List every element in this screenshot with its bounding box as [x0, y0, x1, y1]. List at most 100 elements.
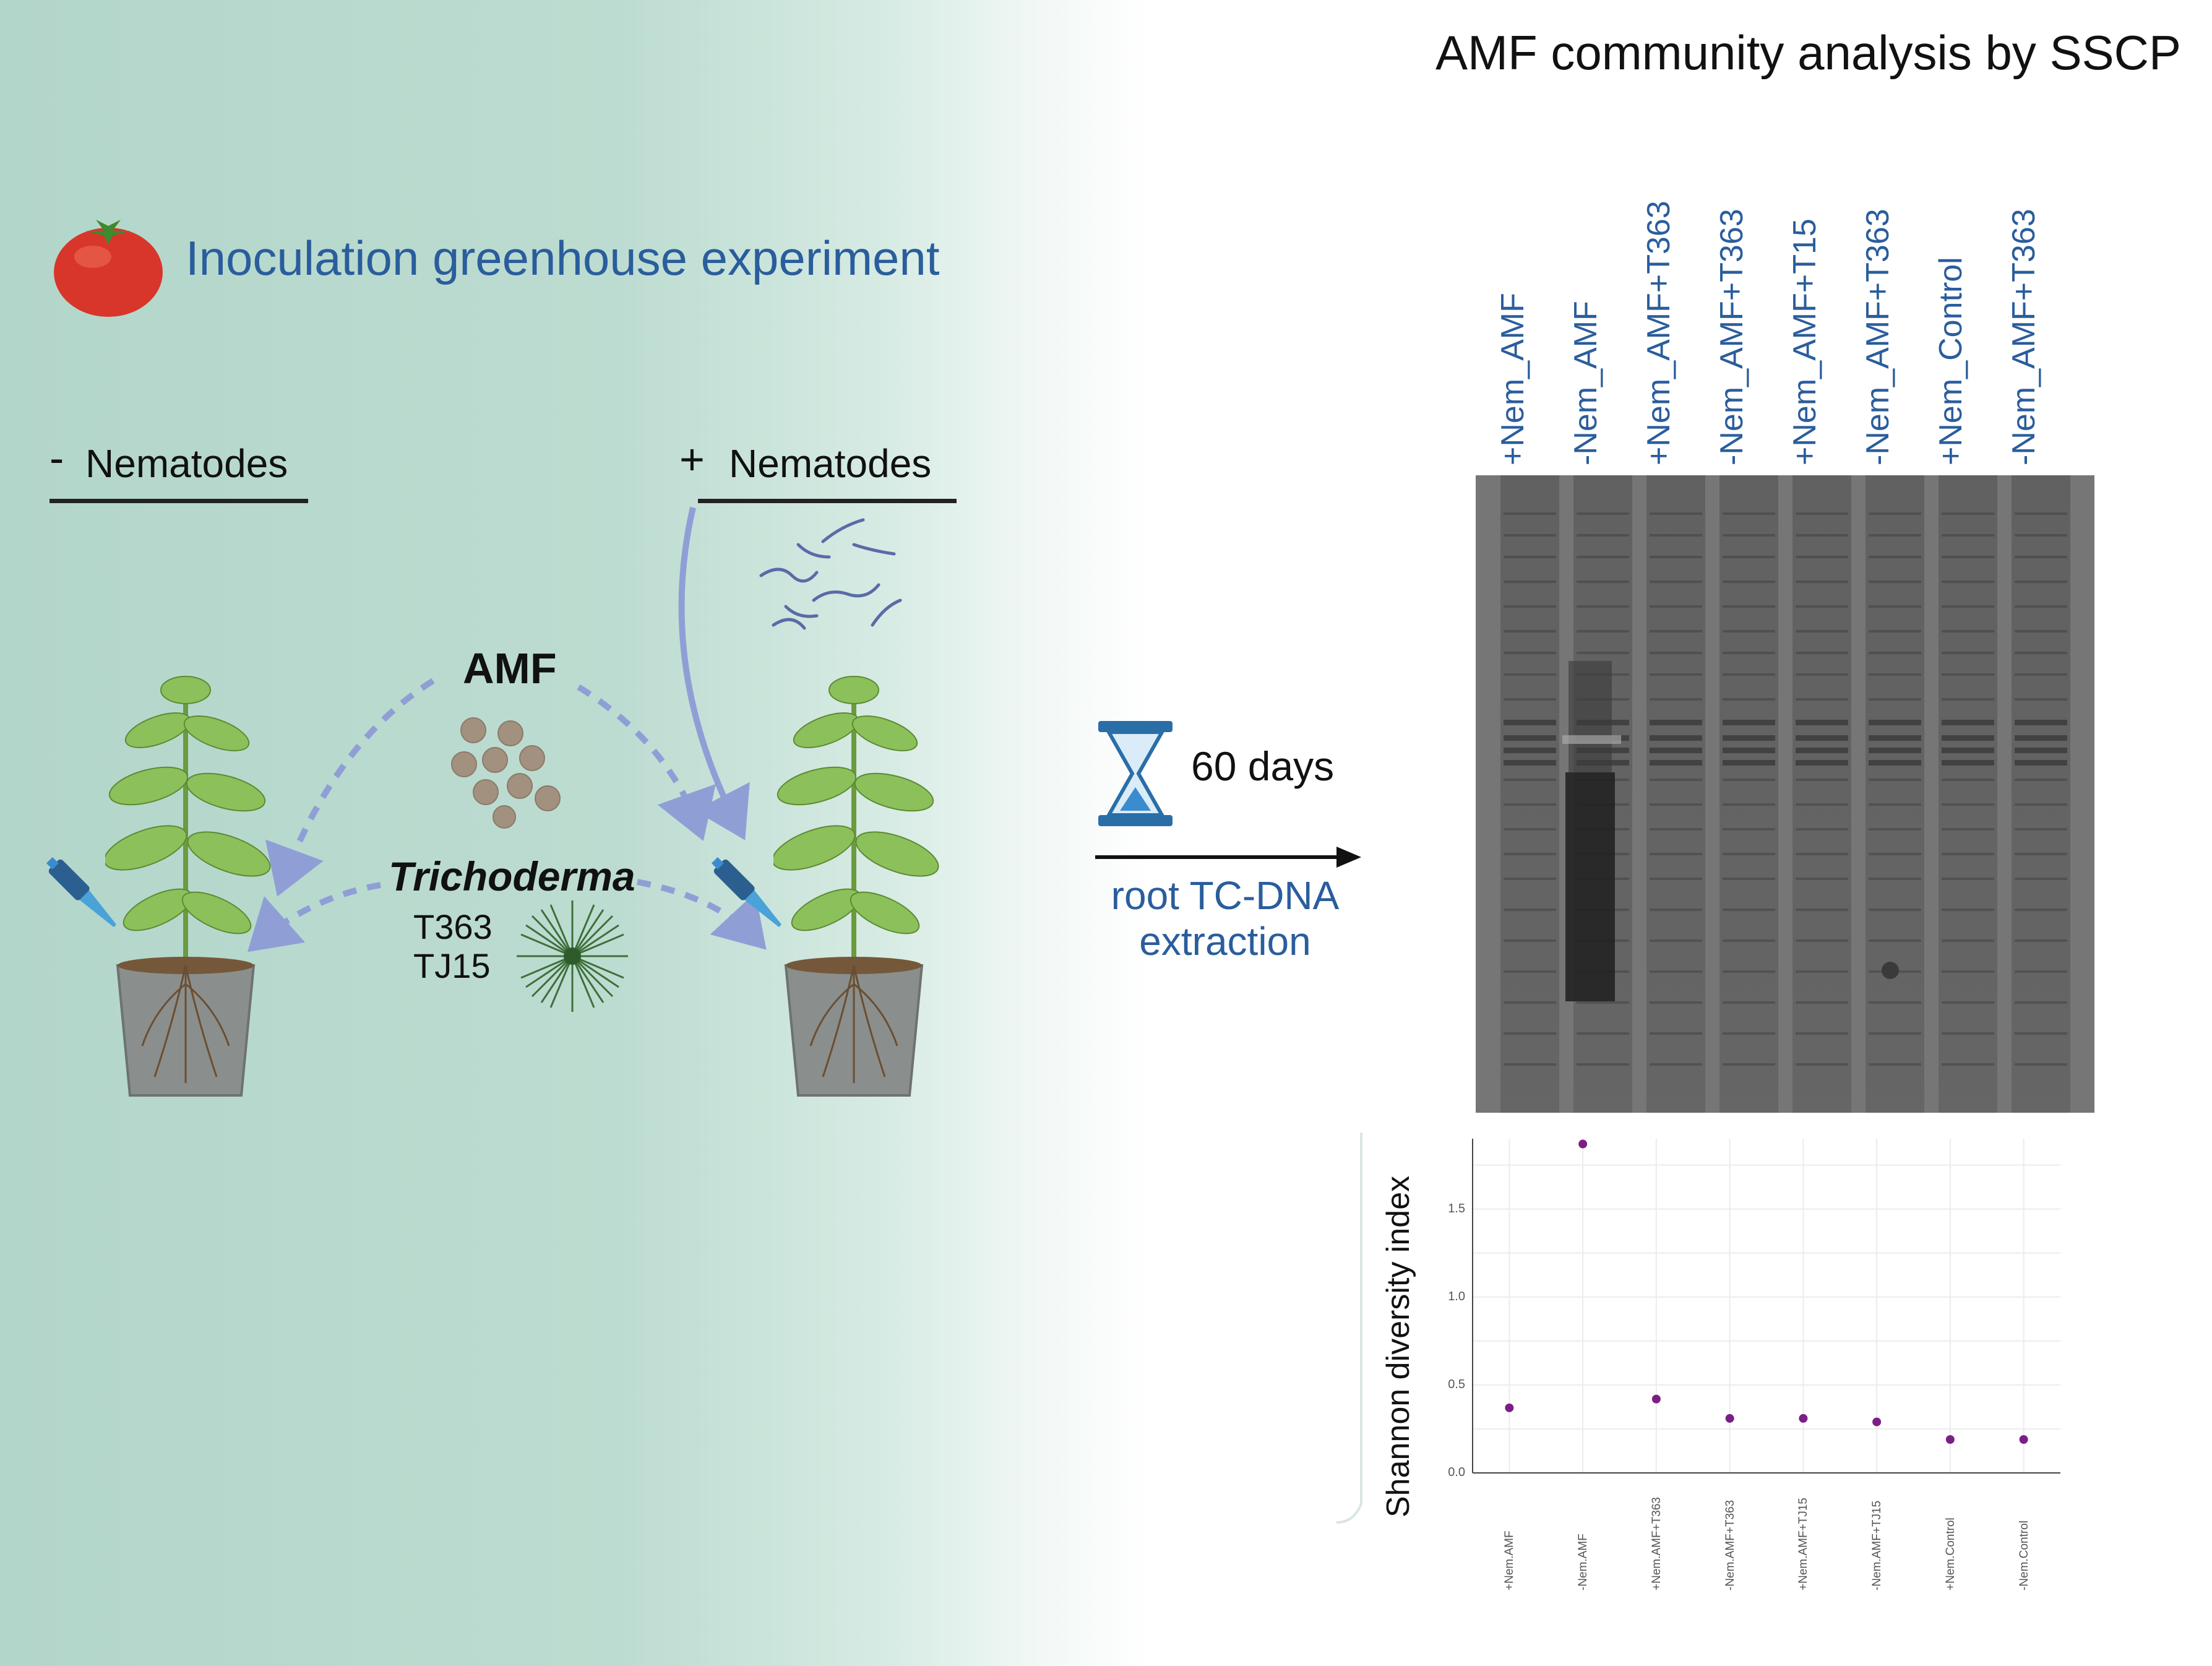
gel-band [1577, 512, 1629, 515]
x-tick-label: +Nem.AMF+TJ15 [1797, 1498, 1810, 1590]
gel-lane [1719, 475, 1778, 1113]
gel-band [1869, 581, 1921, 583]
data-point [1872, 1417, 1882, 1426]
gel-band [1942, 605, 1994, 608]
y-tick-label: 0.5 [1448, 1377, 1465, 1391]
gel-band [1723, 1063, 1775, 1066]
gel-band [1650, 1063, 1702, 1066]
process-arrow [1095, 847, 1361, 868]
duration-label: 60 days [1191, 743, 1335, 789]
gel-band [1577, 652, 1629, 654]
gel-band [1650, 673, 1702, 676]
gel-band [1723, 720, 1775, 725]
gel-band [1723, 878, 1775, 880]
gel-band [1796, 556, 1848, 558]
gel-band [1650, 698, 1702, 701]
plus-underline [698, 499, 957, 503]
gel-band [1869, 939, 1921, 942]
gel-band [1723, 909, 1775, 911]
gel-band [1796, 581, 1848, 583]
gel-band [2015, 779, 2067, 781]
gel-band [1869, 779, 1921, 781]
strain-label: T363 [413, 907, 493, 946]
strain-label: TJ15 [413, 946, 491, 985]
gel-band [2015, 581, 2067, 583]
gel-band [1796, 630, 1848, 632]
lane-label: -Nem_AMF+T363 [1714, 209, 1750, 465]
gel-band [1796, 909, 1848, 911]
pipette-icon [46, 857, 117, 928]
gel-band [2015, 939, 2067, 942]
gel-band [1504, 1001, 1556, 1004]
gel-band [1796, 1001, 1848, 1004]
gel-band [1504, 853, 1556, 855]
gel-band [1723, 853, 1775, 855]
gel-band [1869, 828, 1921, 831]
gel-band [1942, 878, 1994, 880]
gel-band [1504, 1063, 1556, 1066]
data-point [1651, 1394, 1661, 1404]
sscp-gel-image [1476, 475, 2094, 1113]
gel-band [1796, 735, 1848, 741]
gel-band [2015, 534, 2067, 537]
gel-band [1504, 909, 1556, 911]
gel-band [2015, 673, 2067, 676]
gel-band [1504, 652, 1556, 654]
gel-band [2015, 748, 2067, 753]
sscp-title: AMF community analysis by SSCP [1435, 25, 2182, 80]
experiment-title: Inoculation greenhouse experiment [186, 231, 940, 285]
gel-band [2015, 878, 2067, 880]
x-tick-label: -Nem.AMF+T363 [1723, 1500, 1737, 1590]
pipette-icon [711, 857, 782, 928]
gel-band [1723, 748, 1775, 753]
gel-band [2015, 1032, 2067, 1035]
gel-band [1650, 828, 1702, 831]
gel-band [1869, 853, 1921, 855]
gel-band [1869, 534, 1921, 537]
gel-band [1796, 1063, 1848, 1066]
gel-lane [2012, 475, 2070, 1113]
gel-band [1869, 748, 1921, 753]
gel-band [1942, 909, 1994, 911]
gel-band [1723, 1001, 1775, 1004]
gel-band [1796, 534, 1848, 537]
gel-band [1942, 720, 1994, 725]
lane-label: +Nem_Control [1933, 257, 1969, 465]
minus-underline [49, 499, 308, 503]
x-tick-label: +Nem.AMF+T363 [1650, 1497, 1663, 1590]
gel-band [1723, 803, 1775, 806]
gel-band [1869, 1063, 1921, 1066]
shannon-scatter-chart [1336, 1133, 2060, 1524]
gel-band [1650, 803, 1702, 806]
gel-band [2015, 698, 2067, 701]
extraction-line: root TC-DNA [1111, 873, 1340, 918]
gel-band [1504, 748, 1556, 753]
gel-band [2015, 556, 2067, 558]
gel-band [1942, 828, 1994, 831]
y-tick-label: 1.5 [1448, 1201, 1465, 1215]
x-tick-label: -Nem.Control [2017, 1521, 2031, 1590]
gel-band [1869, 512, 1921, 515]
gel-band [1942, 1032, 1994, 1035]
gel-band [1504, 803, 1556, 806]
gel-band [1723, 534, 1775, 537]
gel-band [1504, 735, 1556, 741]
gel-band [1650, 605, 1702, 608]
gel-band [1577, 1032, 1629, 1035]
tomato-icon [54, 220, 163, 317]
gel-band [1796, 605, 1848, 608]
gel-band [1796, 673, 1848, 676]
gel-band [1796, 828, 1848, 831]
gel-band [1504, 581, 1556, 583]
x-tick-label: +Nem.Control [1943, 1517, 1957, 1590]
gel-band [2015, 760, 2067, 766]
gel-band [1504, 760, 1556, 766]
gel-band [1723, 556, 1775, 558]
gel-lane [1866, 475, 1924, 1113]
gel-band [2015, 970, 2067, 973]
gel-band [1577, 630, 1629, 632]
gel-band [1504, 512, 1556, 515]
y-tick-label: 1.0 [1448, 1289, 1465, 1303]
gel-band [1504, 939, 1556, 942]
gel-band [1796, 853, 1848, 855]
